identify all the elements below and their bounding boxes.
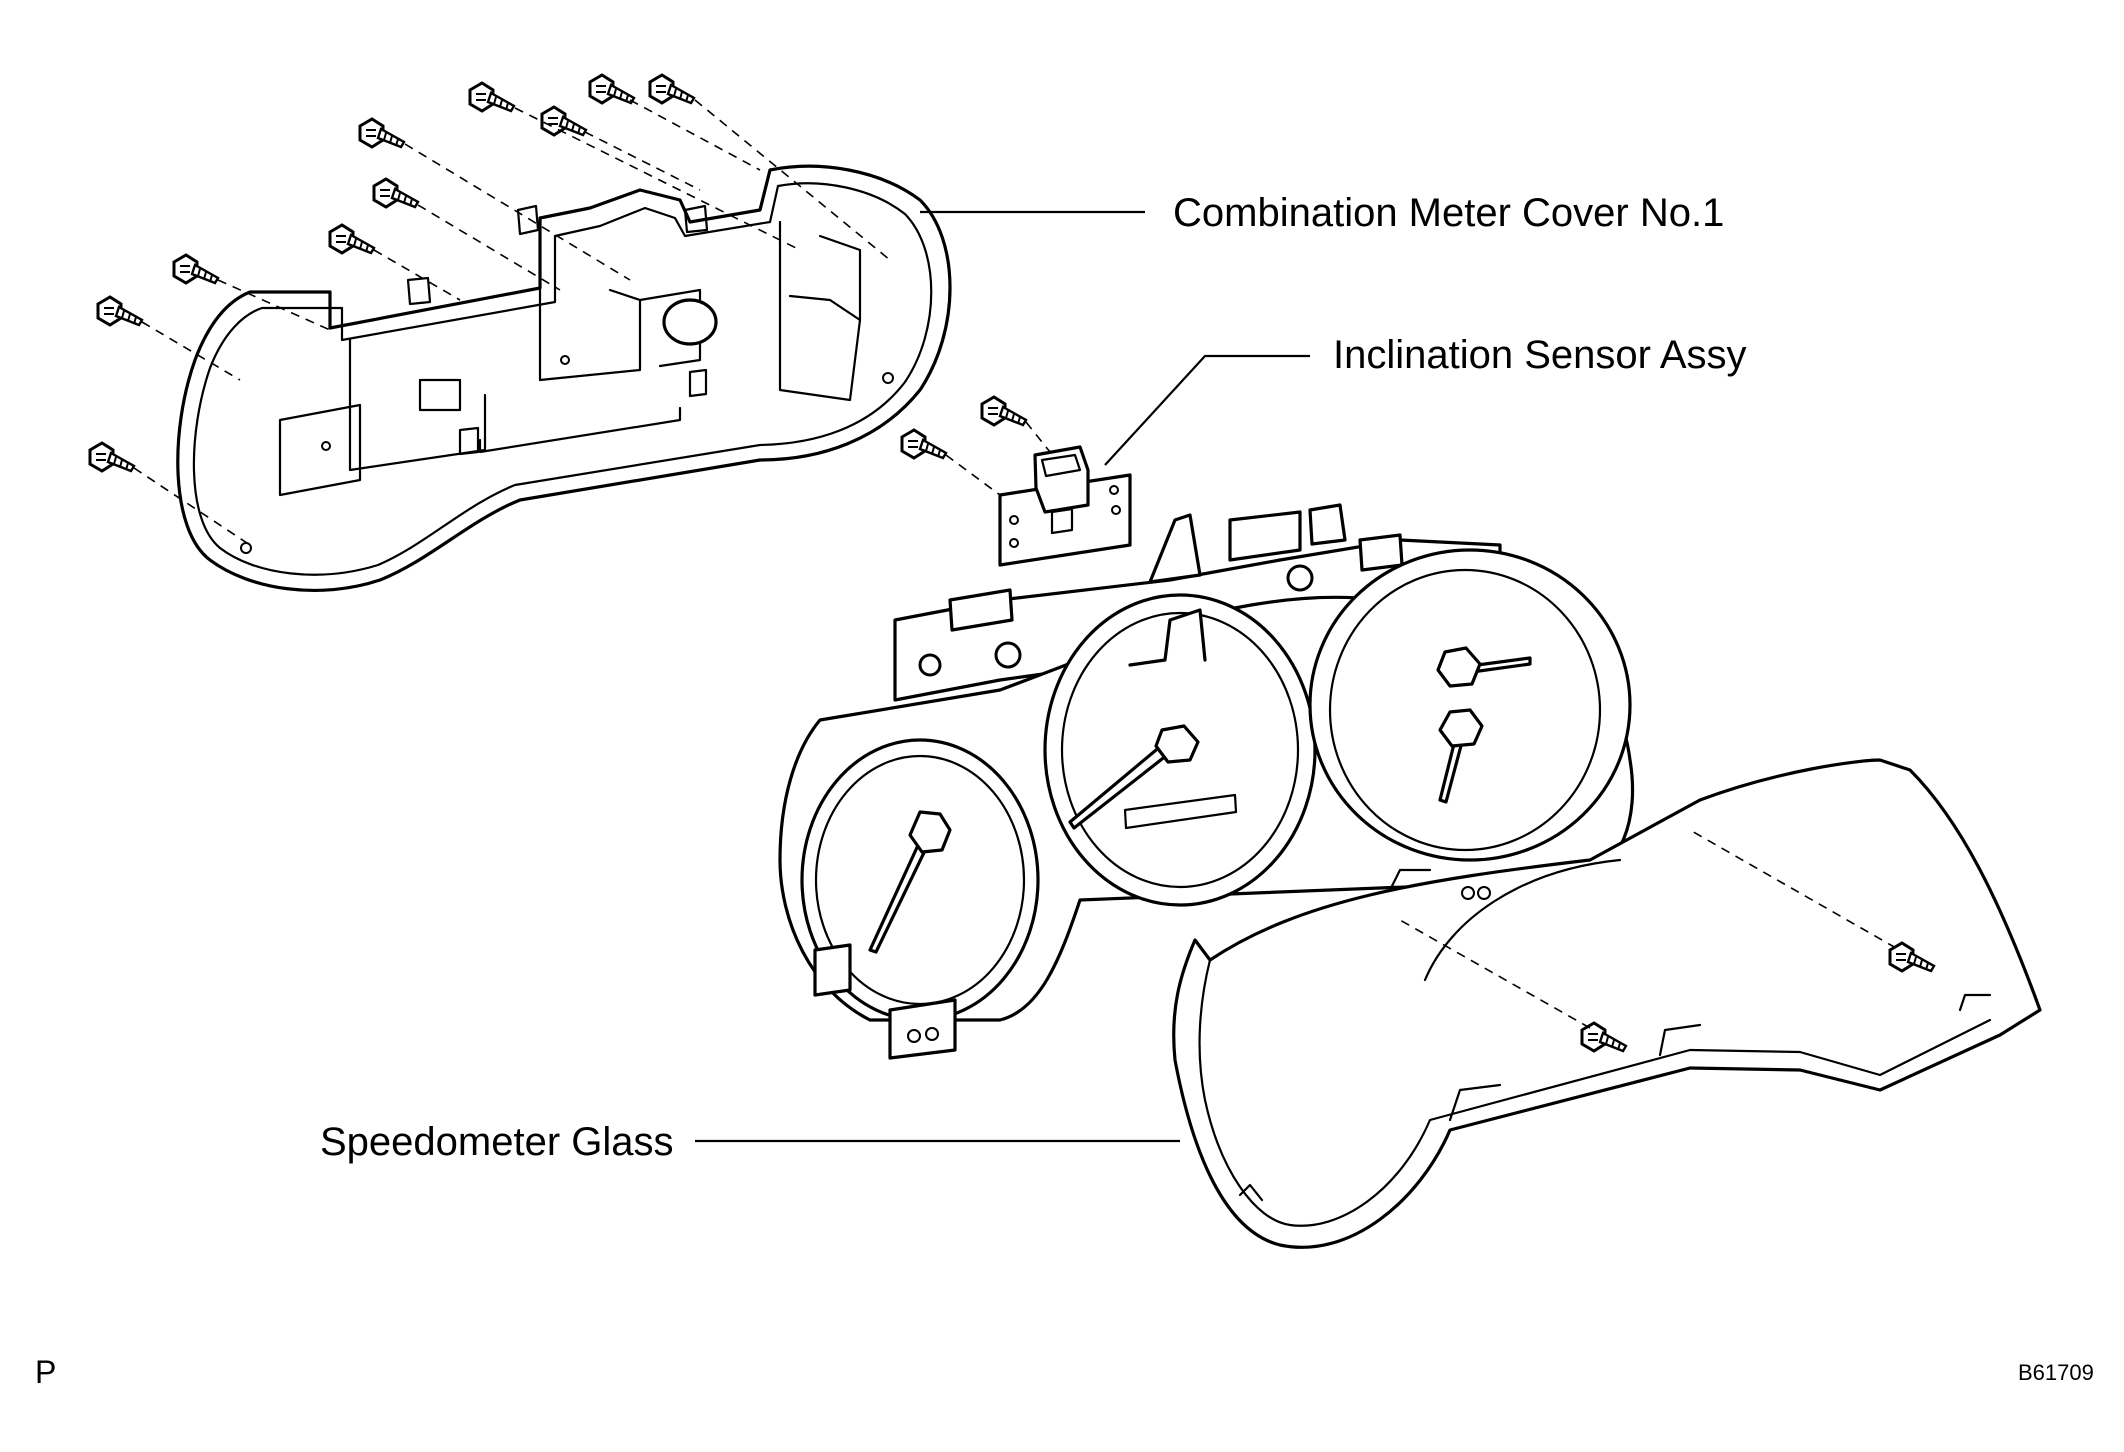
- label-speedometer-glass: Speedometer Glass: [320, 1120, 674, 1164]
- speedometer-glass: [1172, 758, 2042, 1249]
- label-inclination-sensor: Inclination Sensor Assy: [1333, 333, 1747, 377]
- combination-meter: [778, 503, 1635, 1060]
- cover-screws: [88, 73, 891, 546]
- callout-leaders: [695, 210, 1310, 1143]
- footer-mark: P: [35, 1354, 56, 1390]
- label-meter-cover: Combination Meter Cover No.1: [1173, 191, 1724, 235]
- figure-code: B61709: [2018, 1360, 2094, 1385]
- meter-cover: [176, 164, 952, 593]
- inclination-sensor: [900, 395, 1132, 567]
